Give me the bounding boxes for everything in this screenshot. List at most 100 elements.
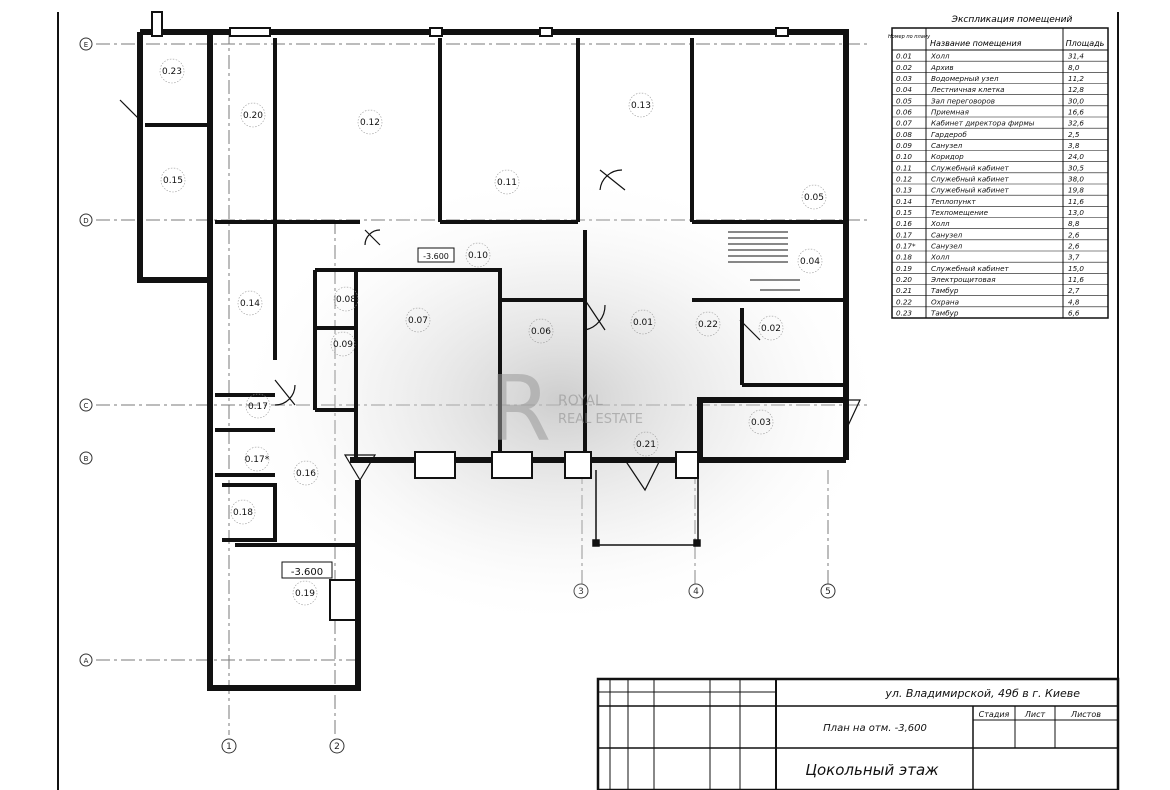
axis-label-1: 1 [226, 742, 232, 752]
room-label-ring [405, 307, 431, 333]
explication-cell-area: 2,6 [1068, 230, 1080, 239]
explication-cell-num: 0.14 [896, 197, 912, 206]
explication-cell-name: Лестничная клетка [930, 85, 1005, 94]
room-number-label: 0.06 [531, 327, 551, 337]
room-label-ring [230, 499, 256, 525]
room-label-ring [333, 286, 359, 312]
room-label-ring [695, 311, 721, 337]
explication-cell-area: 11,6 [1068, 197, 1084, 206]
room-number-label: 0.11 [497, 178, 517, 188]
room-label-ring [628, 92, 654, 118]
explication-cell-area: 24,0 [1068, 152, 1084, 161]
room-label-ring [160, 167, 186, 193]
drawing-title: Цокольный этаж [805, 761, 939, 779]
room-number-label: 0.04 [800, 257, 820, 267]
room-label-ring [240, 102, 266, 128]
explication-cell-num: 0.11 [896, 163, 912, 172]
axis-label-b: B [84, 455, 89, 463]
explication-cell-name: Служебный кабинет [931, 264, 1009, 273]
explication-cell-area: 3,8 [1068, 141, 1080, 150]
room-number-label: 0.23 [162, 67, 182, 77]
explication-cell-num: 0.06 [896, 108, 912, 117]
explication-cell-area: 2,7 [1068, 286, 1080, 295]
title-block [596, 677, 1120, 790]
room-label-ring [630, 309, 656, 335]
room-number-label: 0.09 [333, 340, 353, 350]
explication-cell-name: Теплопункт [931, 197, 976, 206]
explication-cell-area: 2,6 [1068, 242, 1080, 251]
explication-cell-name: Служебный кабинет [931, 175, 1009, 184]
explication-cell-num: 0.04 [896, 85, 912, 94]
room-label-ring [465, 242, 491, 268]
sheet-label: Лист [1024, 710, 1046, 719]
room-number-label: 0.18 [233, 508, 253, 518]
explication-cell-num: 0.22 [896, 297, 912, 306]
explication-cell-name: Зал переговоров [931, 96, 995, 105]
explication-cell-name: Холл [930, 219, 950, 228]
room-number-label: 0.12 [360, 118, 380, 128]
room-number-label: 0.21 [636, 440, 656, 450]
explication-cell-num: 0.19 [896, 264, 912, 273]
windows [151, 11, 789, 621]
explication-cell-num: 0.17* [896, 242, 916, 251]
explication-cell-num: 0.01 [896, 52, 912, 61]
room-label-ring [237, 290, 263, 316]
col-header-name: Название помещения [930, 39, 1022, 48]
explication-cell-area: 38,0 [1068, 175, 1084, 184]
entrance-porch [592, 470, 701, 547]
room-number-label: 0.20 [243, 111, 263, 121]
explication-cell-area: 6,6 [1068, 309, 1080, 318]
stage-label: Стадия [979, 710, 1010, 719]
explication-cell-name: Холл [930, 52, 950, 61]
explication-cell-num: 0.16 [896, 219, 912, 228]
sheets-count-label: Листов [1070, 710, 1101, 719]
explication-cell-name: Водомерный узел [931, 74, 999, 83]
explication-cell-num: 0.07 [896, 119, 912, 128]
room-label-ring [528, 318, 554, 344]
exterior-walls [137, 29, 849, 691]
axis-label-c: C [84, 402, 89, 410]
room-number-label: 0.03 [751, 418, 771, 428]
room-number-label: 0.02 [761, 324, 781, 334]
explication-cell-area: 30,5 [1068, 163, 1084, 172]
level-mark-office: -3.600 [281, 561, 333, 579]
explication-cell-num: 0.23 [896, 309, 912, 318]
explication-cell-area: 31,4 [1068, 52, 1084, 61]
explication-cell-name: Санузел [931, 230, 963, 239]
explication-cell-num: 0.17 [896, 230, 912, 239]
explication-cell-area: 8,8 [1068, 219, 1080, 228]
explication-cell-num: 0.13 [896, 186, 912, 195]
watermark-logo-letter: R [489, 357, 552, 462]
explication-cell-name: Тамбур [931, 309, 959, 318]
axis-label-2: 2 [334, 742, 340, 752]
room-number-label: 0.17* [245, 455, 270, 465]
explication-cell-area: 4,8 [1068, 297, 1080, 306]
explication-cell-area: 16,6 [1068, 108, 1084, 117]
level-value-corridor: -3.600 [423, 252, 449, 261]
explication-cell-name: Кабинет директора фирмы [931, 119, 1035, 128]
explication-cell-num: 0.05 [896, 96, 912, 105]
explication-table: Экспликация помещений Номер по плану Наз… [888, 15, 1109, 319]
explication-cell-area: 13,0 [1068, 208, 1084, 217]
explication-cell-name: Санузел [931, 242, 963, 251]
plan-name: План на отм. -3,600 [823, 723, 927, 734]
room-number-label: 0.15 [163, 176, 183, 186]
explication-cell-name: Служебный кабинет [931, 163, 1009, 172]
explication-cell-area: 30,0 [1068, 96, 1084, 105]
room-number-label: 0.07 [408, 316, 428, 326]
room-labels: 0.010.020.030.040.050.060.070.080.090.10… [159, 58, 827, 606]
explication-title: Экспликация помещений [951, 15, 1073, 25]
col-header-area: Площадь [1066, 39, 1105, 48]
room-number-label: 0.05 [804, 193, 824, 203]
explication-cell-area: 11,6 [1068, 275, 1084, 284]
explication-cell-name: Коридор [931, 152, 964, 161]
watermark-line2: REAL ESTATE [558, 412, 643, 427]
room-label-ring [758, 315, 784, 341]
room-label-ring [494, 169, 520, 195]
explication-cell-name: Техпомещение [931, 208, 989, 217]
explication-cell-num: 0.03 [896, 74, 912, 83]
room-number-label: 0.10 [468, 251, 488, 261]
room-label-ring [797, 248, 823, 274]
explication-cell-area: 11,2 [1068, 74, 1084, 83]
